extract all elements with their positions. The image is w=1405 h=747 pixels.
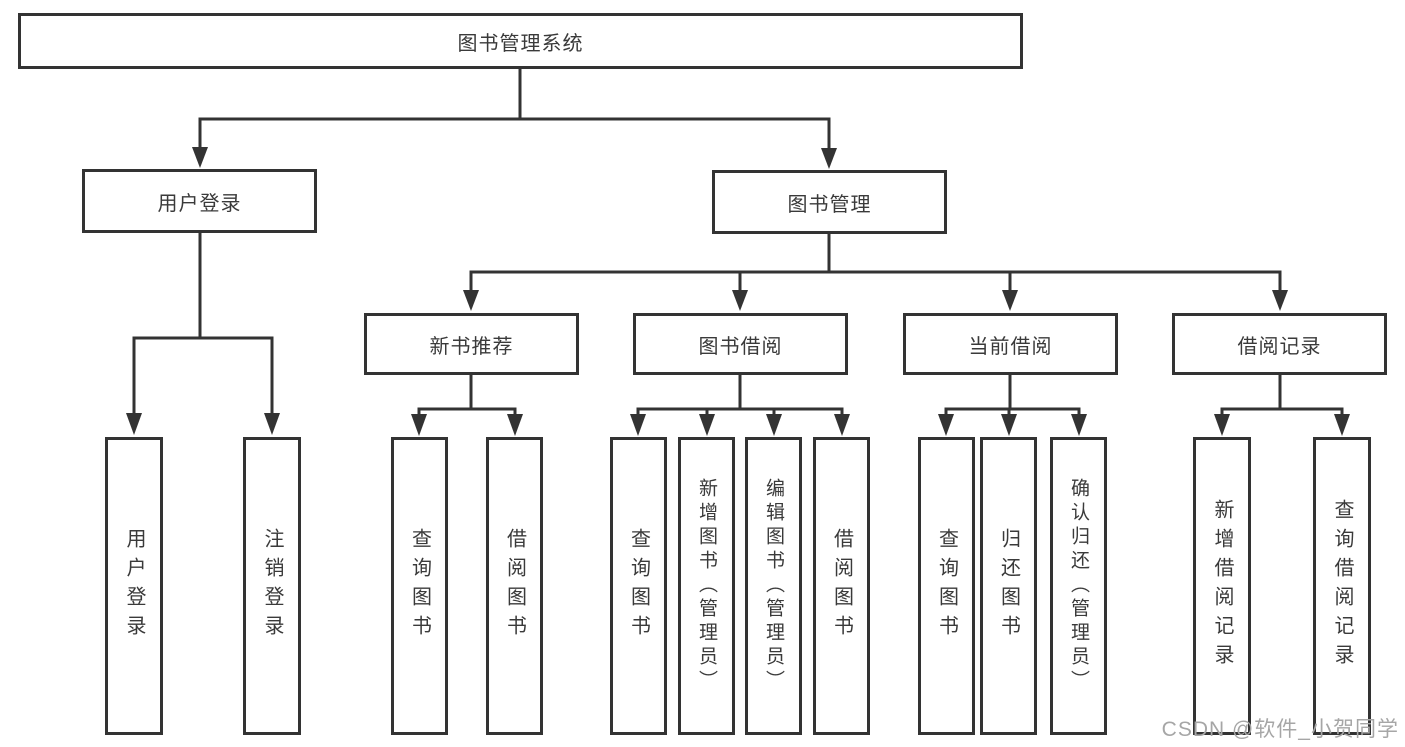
connector-book-borrow-to-leaves [630,373,850,436]
node-current-borrow: 当前借阅 [903,313,1118,375]
connector-root-to-level2 [192,67,837,169]
leaf-confirm-return-admin: 确认归还（管理员） [1050,437,1107,735]
connector-borrow-records-to-leaves [1214,373,1350,436]
node-borrow-records: 借阅记录 [1172,313,1387,375]
leaf-logout: 注销登录 [243,437,301,735]
node-book-borrow: 图书借阅 [633,313,848,375]
leaf-borrow-books: 借阅图书 [813,437,870,735]
leaf-edit-book-admin: 编辑图书（管理员） [745,437,802,735]
leaf-borrow-books-recommend: 借阅图书 [486,437,543,735]
leaf-return-books: 归还图书 [980,437,1037,735]
leaf-add-book-admin: 新增图书（管理员） [678,437,735,735]
node-root: 图书管理系统 [18,13,1023,69]
leaf-query-borrow-record: 查询借阅记录 [1313,437,1371,735]
csdn-watermark: CSDN @软件_小贺同学 [1161,718,1399,741]
node-book-management: 图书管理 [712,170,947,234]
leaf-query-books-current: 查询图书 [918,437,975,735]
leaf-add-borrow-record: 新增借阅记录 [1193,437,1251,735]
connector-new-book-recommend-to-leaves [411,373,523,436]
leaf-query-books-borrow: 查询图书 [610,437,667,735]
leaf-query-books-recommend: 查询图书 [391,437,448,735]
leaf-user-login: 用户登录 [105,437,163,735]
connector-user-login-to-leaves [126,231,280,435]
node-new-book-recommend: 新书推荐 [364,313,579,375]
node-user-login: 用户登录 [82,169,317,233]
connector-book-management-to-level3 [463,232,1288,311]
connector-current-borrow-to-leaves [938,373,1087,436]
